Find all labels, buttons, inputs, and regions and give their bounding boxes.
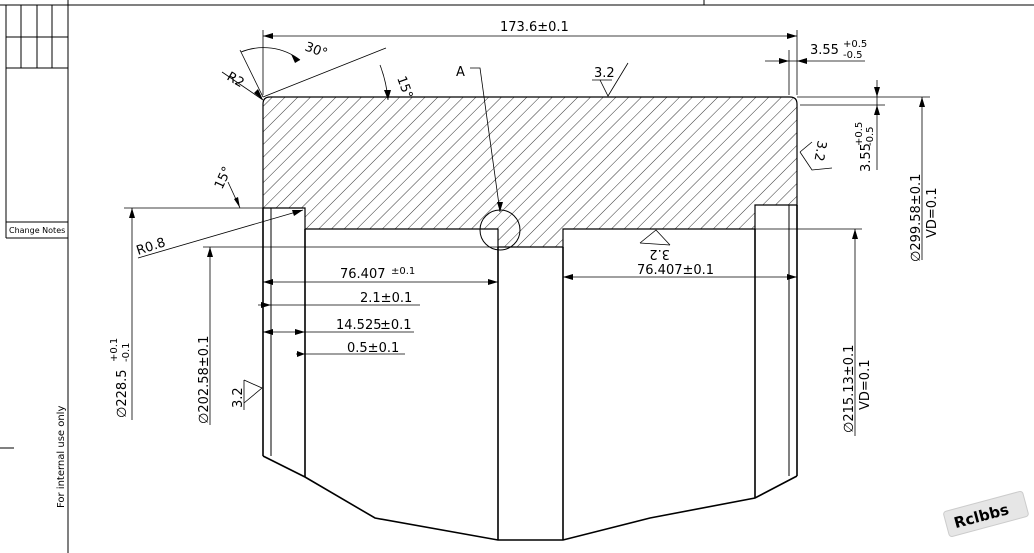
surface-finish-bore: 3.2 — [639, 229, 671, 261]
dim-dia-299: ∅299.58±0.1 VD=0.1 — [909, 97, 940, 262]
dia-228-tol-upper: +0.1 — [109, 338, 120, 362]
dia-215-text: ∅215.13±0.1 — [842, 345, 857, 433]
right-step-tol-lower: -0.5 — [843, 50, 863, 61]
angle-15-left-text: 15° — [212, 164, 235, 191]
detail-a-label: A — [456, 65, 465, 80]
right-step-tol-upper: +0.5 — [843, 39, 867, 50]
surface-finish-right: 3.2 — [799, 139, 833, 171]
left-half-width-tol: ±0.1 — [391, 266, 415, 277]
left-half-width-text: 76.407 — [340, 267, 386, 282]
dia-202-text: ∅202.58±0.1 — [197, 336, 212, 424]
dim-dia-202: ∅202.58±0.1 — [197, 246, 498, 425]
change-notes-label: Change Notes — [9, 226, 65, 235]
internal-use-label: For internal use only — [56, 406, 67, 508]
r08-text: R0.8 — [135, 235, 168, 258]
surface-finish-left: 3.2 — [231, 379, 263, 410]
right-step-text: 3.55 — [810, 43, 839, 58]
detail-a: A — [456, 65, 521, 251]
dia-228-tol-lower: -0.1 — [121, 342, 132, 362]
dim-dia-228: ∅228.5 +0.1 -0.1 — [109, 207, 263, 420]
dim-2-1: 2.1±0.1 — [258, 291, 420, 308]
right-height-tol-lower: -0.5 — [865, 126, 876, 146]
dim-14-525-text: 14.525 — [336, 318, 382, 333]
dim-right-half-width: 76.407±0.1 — [563, 263, 797, 280]
dim-0-5: 0.5±0.1 — [296, 341, 405, 357]
dia-228-text: ∅228.5 — [115, 369, 130, 418]
right-half-width-text: 76.407±0.1 — [637, 263, 714, 278]
dim-14-525-tol: ±0.1 — [380, 318, 412, 333]
dim-14-525: 14.525 ±0.1 — [263, 318, 414, 335]
dim-2-1-text: 2.1±0.1 — [360, 291, 412, 306]
dim-left-half-width: 76.407 ±0.1 — [263, 266, 498, 285]
right-height-tol-upper: +0.5 — [854, 122, 865, 146]
right-height-text: 3.55 — [859, 143, 874, 172]
dim-overall-width: 173.6±0.1 — [262, 20, 798, 95]
part-outline — [262, 205, 798, 541]
dim-corner-angles: R2 30° 15° — [221, 40, 415, 101]
angle-30-text: 30° — [303, 40, 330, 62]
watermark-logo: Rclbbs — [943, 490, 1029, 537]
dim-dia-215: ∅215.13±0.1 VD=0.1 — [755, 228, 873, 436]
dia-299-text: ∅299.58±0.1 — [909, 174, 924, 262]
vd-299-text: VD=0.1 — [925, 188, 940, 238]
dim-right-height: 3.55 +0.5 -0.5 — [797, 80, 930, 172]
finish-right-text: 3.2 — [810, 139, 828, 162]
finish-left-text: 3.2 — [231, 387, 246, 408]
dim-0-5-text: 0.5±0.1 — [347, 341, 399, 356]
dim-right-step: 3.55 +0.5 -0.5 — [765, 39, 867, 95]
overall-width-text: 173.6±0.1 — [500, 20, 569, 35]
r2-text: R2 — [224, 69, 246, 91]
vd-215-text: VD=0.1 — [858, 360, 873, 410]
finish-top-text: 3.2 — [594, 66, 615, 81]
surface-finish-top: 3.2 — [592, 62, 629, 97]
angle-15-top-text: 15° — [393, 74, 415, 101]
finish-bore-text: 3.2 — [649, 246, 670, 261]
hatched-section — [262, 96, 798, 248]
